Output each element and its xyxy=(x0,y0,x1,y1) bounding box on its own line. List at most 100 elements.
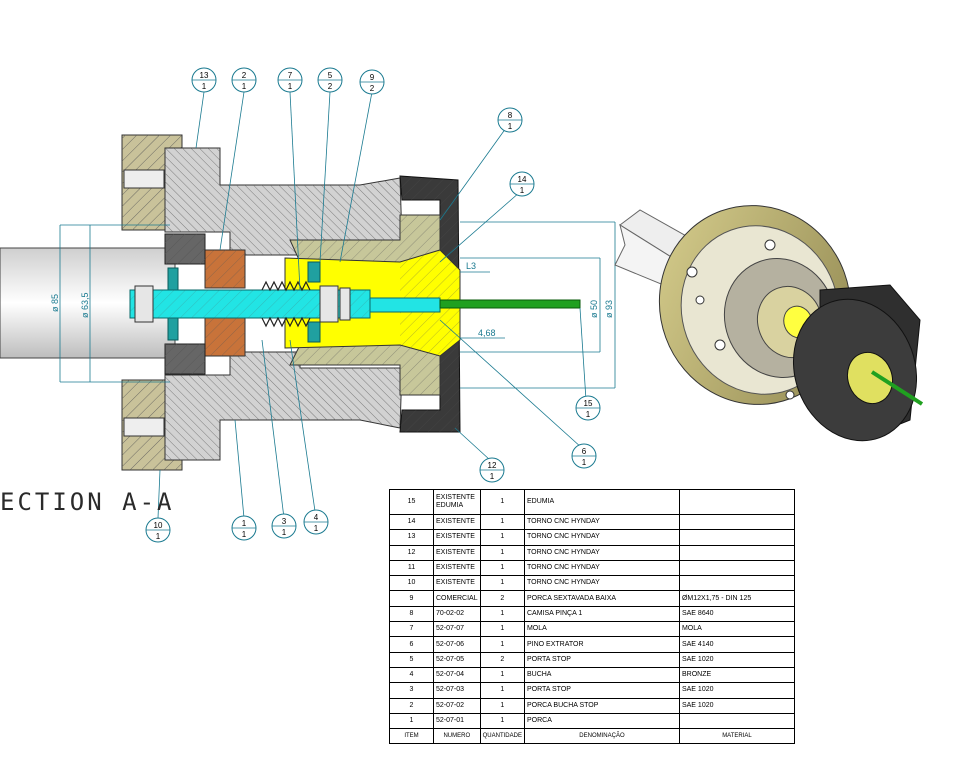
balloon-9: 92 xyxy=(359,69,385,95)
bom-numero: EXISTENTE xyxy=(433,529,481,546)
bom-material xyxy=(678,513,795,531)
spring xyxy=(261,280,311,328)
ejector-tip xyxy=(439,299,581,309)
bom-material: SAE 1020 xyxy=(678,651,795,668)
svg-text:2: 2 xyxy=(328,82,333,91)
bom-quantidade: 1 xyxy=(479,529,525,546)
hex-nuts xyxy=(134,285,351,323)
dim-d93: ø 93 xyxy=(604,300,614,318)
bom-item: 9 xyxy=(389,590,434,607)
bom-item: 7 xyxy=(389,621,434,638)
balloon-15: 151 xyxy=(575,395,601,421)
bom-numero: 52-07-01 xyxy=(433,712,481,730)
bom-numero: 52-07-07 xyxy=(433,621,481,638)
bom-denominacao: PORCA SEXTAVADA BAIXA xyxy=(523,590,680,607)
bom-material: ØM12X1,75 - DIN 125 xyxy=(678,590,795,607)
bom-denominacao: CAMISA PINÇA 1 xyxy=(523,605,680,623)
bom-material: SAE 1020 xyxy=(678,682,795,699)
bom-numero: EXISTENTE xyxy=(433,544,481,561)
bom-item: 14 xyxy=(389,513,434,531)
balloon-4: 41 xyxy=(303,509,329,535)
bom-item: 4 xyxy=(389,666,434,684)
spring-washers xyxy=(167,261,321,343)
bom-material: SAE 8640 xyxy=(678,605,795,623)
svg-text:1: 1 xyxy=(242,519,247,528)
bom-material xyxy=(678,529,795,546)
bom-denominacao: BUCHA xyxy=(523,666,680,684)
bom-quantidade: 1 xyxy=(479,712,525,730)
bom-numero: 52-07-05 xyxy=(433,651,481,668)
bom-quantidade: 1 xyxy=(479,697,525,714)
balloon-13: 131 xyxy=(191,67,217,93)
bom-item: 5 xyxy=(389,651,434,668)
bom-denominacao: EDUMIA xyxy=(523,489,680,515)
bom-material: BRONZE xyxy=(678,666,795,684)
bom-quantidade: 1 xyxy=(479,682,525,699)
bom-quantidade: 1 xyxy=(479,559,525,577)
bom-material: SAE 4140 xyxy=(678,636,795,653)
svg-text:4: 4 xyxy=(314,513,319,522)
bom-numero: EXISTENTE xyxy=(433,559,481,577)
bom-item: 10 xyxy=(389,575,434,592)
collet-body xyxy=(164,147,403,461)
bom-quantidade: 1 xyxy=(479,636,525,653)
svg-text:7: 7 xyxy=(288,71,293,80)
bom-material: SAE 1020 xyxy=(678,697,795,714)
balloon-5: 52 xyxy=(317,67,343,93)
dim-l3: L3 xyxy=(466,261,476,271)
bom-denominacao: TORNO CNC HYNDAY xyxy=(523,559,680,577)
balloon-8: 81 xyxy=(497,107,523,133)
svg-text:1: 1 xyxy=(520,186,525,195)
svg-text:14: 14 xyxy=(518,175,527,184)
bom-numero: 52-07-02 xyxy=(433,697,481,714)
svg-text:2: 2 xyxy=(242,71,247,80)
bom-numero: EXISTENTE xyxy=(433,513,481,531)
dim-d635: ø 63,5 xyxy=(80,292,90,318)
bom-quantidade: 2 xyxy=(479,651,525,668)
bom-item: 15 xyxy=(389,489,434,515)
svg-text:5: 5 xyxy=(328,71,333,80)
svg-text:1: 1 xyxy=(242,530,247,539)
bom-header-item: ITEM xyxy=(389,728,434,745)
dim-d50: ø 50 xyxy=(589,300,599,318)
bom-quantidade: 1 xyxy=(479,621,525,638)
bom-numero: 52-07-04 xyxy=(433,666,481,684)
front-cap xyxy=(399,175,461,433)
bom-header-quantidade: QUANTIDADE xyxy=(479,728,525,745)
svg-text:1: 1 xyxy=(582,458,587,467)
balloon-2: 21 xyxy=(231,67,257,93)
svg-text:10: 10 xyxy=(154,521,163,530)
bom-material xyxy=(678,489,795,515)
collet-sleeve xyxy=(289,214,441,396)
bom-denominacao: PORCA xyxy=(523,712,680,730)
bom-numero: EXISTENTE EDUMIA xyxy=(433,489,481,515)
bom-numero: 52-07-06 xyxy=(433,636,481,653)
bom-denominacao: TORNO CNC HYNDAY xyxy=(523,575,680,592)
bom-item: 13 xyxy=(389,529,434,546)
bom-denominacao: PORCA BUCHA STOP xyxy=(523,697,680,714)
svg-text:9: 9 xyxy=(370,73,375,82)
bom-denominacao: TORNO CNC HYNDAY xyxy=(523,529,680,546)
svg-text:15: 15 xyxy=(584,399,593,408)
svg-text:3: 3 xyxy=(282,517,287,526)
bom-numero: COMERCIAL xyxy=(433,590,481,607)
bom-item: 8 xyxy=(389,605,434,623)
balloon-7: 71 xyxy=(277,67,303,93)
bom-item: 2 xyxy=(389,697,434,714)
section-label: ECTION A-A xyxy=(0,488,175,516)
balloon-12: 121 xyxy=(479,457,505,483)
bom-item: 12 xyxy=(389,544,434,561)
bom-denominacao: PINO EXTRATOR xyxy=(523,636,680,653)
bom-numero: 70-02-02 xyxy=(433,605,481,623)
svg-text:2: 2 xyxy=(370,84,375,93)
balloon-1: 11 xyxy=(231,515,257,541)
